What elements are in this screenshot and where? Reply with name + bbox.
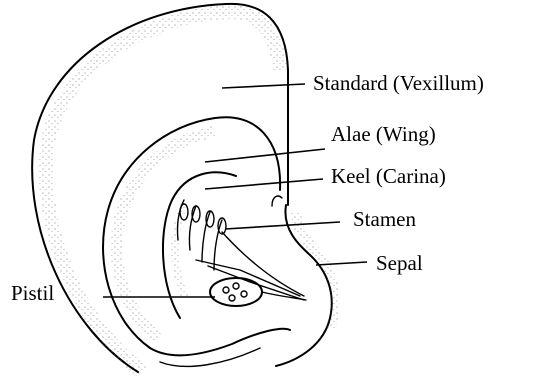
- alae-leader: [205, 149, 325, 162]
- keel-label: Keel (Carina): [331, 164, 446, 188]
- standard-label: Standard (Vexillum): [313, 71, 484, 95]
- alae-label: Alae (Wing): [331, 122, 436, 146]
- keel-leader: [205, 179, 323, 189]
- stamen-label: Stamen: [353, 207, 416, 231]
- receptacle: [150, 329, 290, 367]
- standard-leader: [222, 84, 305, 88]
- stamen-leader: [225, 222, 340, 229]
- sepal-label: Sepal: [376, 251, 423, 275]
- sepal: [272, 196, 335, 366]
- keel-petal: [163, 172, 236, 318]
- pistil-label: Pistil: [11, 281, 54, 305]
- standard-petal: [32, 4, 288, 372]
- wing-petal: [103, 117, 280, 348]
